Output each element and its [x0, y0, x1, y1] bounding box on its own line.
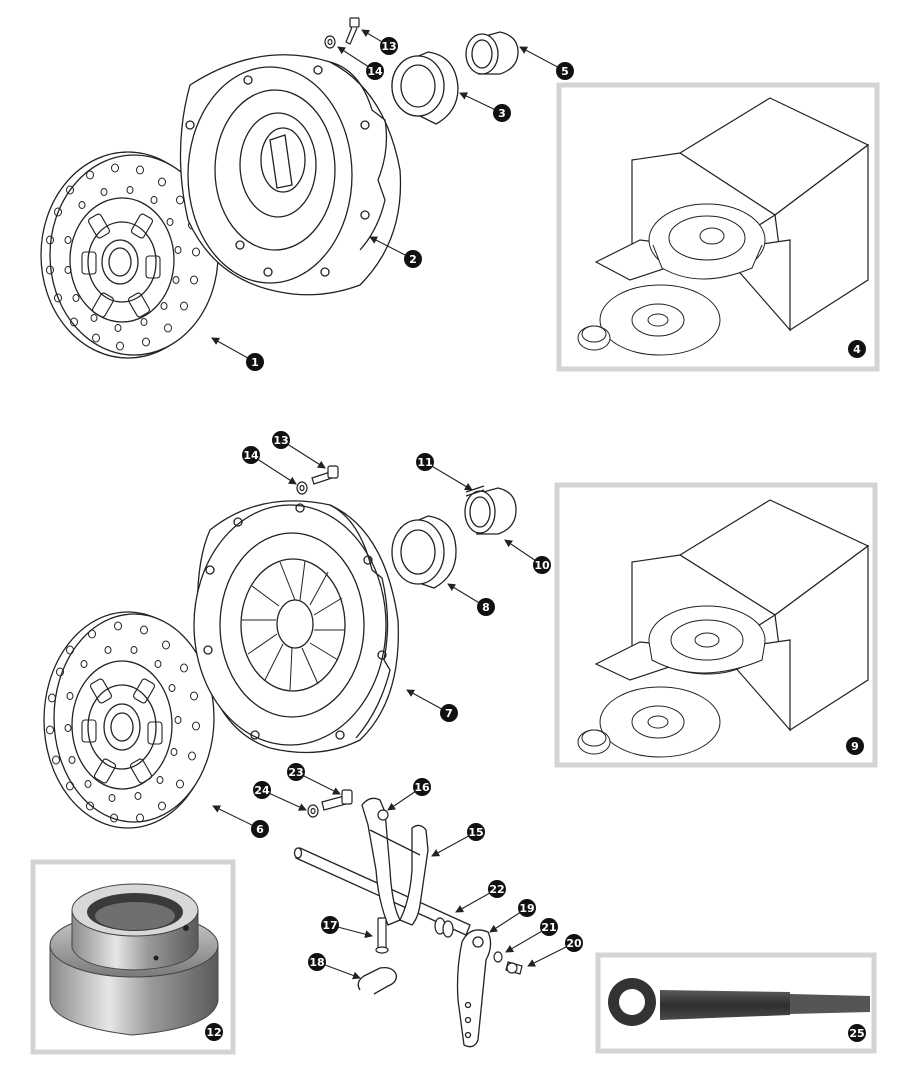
callout-15: 15	[467, 823, 485, 841]
alignment-tool-photo	[608, 978, 870, 1026]
callout-12-label: 12	[206, 1026, 221, 1039]
callout-24-label: 24	[254, 784, 270, 797]
callout-25: 25	[848, 1024, 866, 1042]
callout-17-label: 17	[322, 919, 337, 932]
callout-10: 10	[533, 556, 551, 574]
clutch-disc-6	[43, 611, 215, 829]
pivot-pin-16	[377, 809, 389, 821]
alignment-tool-panel-25	[595, 952, 877, 1054]
spring-clip-18	[357, 966, 397, 995]
callout-17: 17	[321, 916, 339, 934]
callout-18-label: 18	[309, 956, 324, 969]
kit-pressure-plate-9	[648, 605, 766, 675]
callout-8: 8	[477, 598, 495, 616]
callout-11-label: 11	[417, 456, 432, 469]
callout-9-label: 9	[851, 740, 859, 753]
kit-bearing-4	[577, 325, 611, 351]
callout-21: 21	[540, 918, 558, 936]
kit-panel-9	[554, 482, 878, 768]
callout-24: 24	[253, 781, 271, 799]
callout-25-label: 25	[849, 1027, 864, 1040]
clip-11	[465, 485, 485, 497]
callout-6-label: 6	[256, 823, 264, 836]
bolt-17	[375, 917, 389, 954]
callout-23-label: 23	[288, 766, 303, 779]
callout-14-top: 14	[366, 62, 384, 80]
kit-bearing-9	[577, 729, 611, 755]
callout-19-label: 19	[519, 902, 534, 915]
callout-9: 9	[846, 737, 864, 755]
bearing-sleeve-5	[465, 31, 519, 75]
bolt-13-bottom	[311, 465, 339, 485]
callout-5-label: 5	[561, 65, 569, 78]
callout-4: 4	[848, 340, 866, 358]
bushing-22	[434, 917, 454, 938]
callout-19: 19	[518, 899, 536, 917]
callout-22-label: 22	[489, 883, 504, 896]
callout-4-label: 4	[853, 343, 861, 356]
bearing-photo-panel-12	[30, 859, 236, 1055]
callout-1-label: 1	[251, 356, 259, 369]
callout-21-label: 21	[541, 921, 556, 934]
bearing-sleeve-10	[464, 487, 517, 535]
callout-7-label: 7	[445, 707, 453, 720]
kit-pressure-plate-4	[648, 203, 766, 280]
callout-18: 18	[308, 953, 326, 971]
callout-1: 1	[246, 353, 264, 371]
callout-11: 11	[416, 453, 434, 471]
callout-8-label: 8	[482, 601, 490, 614]
callout-12: 12	[205, 1023, 223, 1041]
release-bearing-8	[391, 515, 457, 589]
callout-20-label: 20	[566, 937, 582, 950]
washer-21	[493, 951, 503, 963]
callout-2: 2	[404, 250, 422, 268]
pivot-bolt-20	[505, 961, 523, 975]
washer-14-bottom	[296, 481, 308, 495]
callout-3-label: 3	[498, 107, 506, 120]
callout-14-bottom: 14	[242, 446, 260, 464]
bolt-23	[321, 789, 353, 811]
callout-13-bottom-label: 13	[273, 434, 288, 447]
callout-23: 23	[287, 763, 305, 781]
callout-3: 3	[493, 104, 511, 122]
callout-7: 7	[440, 704, 458, 722]
bolt-13-top	[345, 17, 360, 45]
clutch-fork-15	[361, 797, 429, 926]
callout-20: 20	[565, 934, 583, 952]
callout-10-label: 10	[534, 559, 550, 572]
washer-24	[307, 804, 319, 818]
release-bearing-photo	[49, 883, 219, 1036]
kit-disc-4	[599, 284, 721, 356]
pressure-plate-7	[193, 500, 399, 754]
callout-14-top-label: 14	[367, 65, 383, 78]
callout-5: 5	[556, 62, 574, 80]
callout-22: 22	[488, 880, 506, 898]
callout-13-top-label: 13	[381, 40, 396, 53]
pressure-plate-2	[179, 54, 402, 296]
callout-2-label: 2	[409, 253, 417, 266]
callout-16-label: 16	[414, 781, 430, 794]
callout-14-bottom-label: 14	[243, 449, 259, 462]
callout-13-bottom: 13	[272, 431, 290, 449]
kit-disc-9	[599, 686, 721, 758]
callout-6: 6	[251, 820, 269, 838]
release-bearing-3	[391, 51, 459, 125]
callout-16: 16	[413, 778, 431, 796]
clutch-lever-19	[456, 929, 492, 1048]
washer-14-top	[324, 35, 336, 49]
callout-15-label: 15	[468, 826, 483, 839]
kit-panel-4	[556, 82, 880, 372]
callout-13-top: 13	[380, 37, 398, 55]
